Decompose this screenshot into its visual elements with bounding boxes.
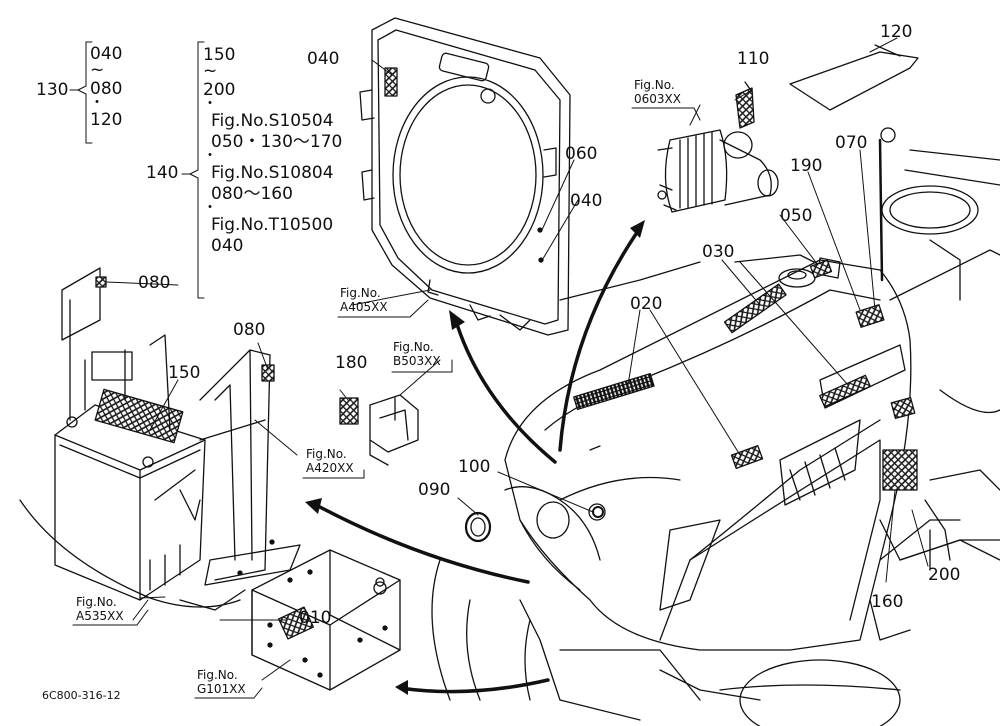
part-label-080-right: 080 <box>233 320 266 340</box>
fig-ref-a420: Fig.No. A420XX <box>306 447 354 475</box>
part-label-100: 100 <box>458 457 491 477</box>
fig-ref-b503: Fig.No. B503XX <box>393 340 441 368</box>
decal-160 <box>882 449 918 491</box>
group-130-range: 040 ~ 080 ・ 120 <box>90 44 122 131</box>
decal-110 <box>735 87 755 129</box>
group-140-d3: ・ <box>203 200 217 216</box>
group-130-bottom: 120 <box>90 110 123 130</box>
group-label-130: 130 <box>36 80 69 100</box>
radiator-frame <box>359 17 571 336</box>
emblem-090 <box>464 511 492 543</box>
decal-150 <box>94 388 184 444</box>
drawing-code: 6C800-316-12 <box>42 689 121 702</box>
decal-010 <box>278 606 314 640</box>
air-cleaner <box>657 129 779 213</box>
fig-ref-b503-number: B503XX <box>393 354 441 368</box>
part-label-080-left: 080 <box>138 273 171 293</box>
front-bracket <box>251 549 401 691</box>
part-label-040-radiator: 040 <box>307 49 340 69</box>
group-140-l3: 200 <box>203 80 236 100</box>
decal-side <box>890 397 916 419</box>
group-130-mid: 080 <box>90 79 123 99</box>
decal-020-left <box>573 372 655 411</box>
group-140-l6: Fig.No.S10804 <box>211 163 334 183</box>
leader-lines <box>105 37 929 681</box>
decal-080-right <box>261 364 275 382</box>
part-label-020: 020 <box>630 294 663 314</box>
fig-ref-a405: Fig.No. A405XX <box>340 286 388 314</box>
decal-020-right <box>730 444 764 470</box>
group-140-l9: 040 <box>211 236 244 256</box>
group-130-top: 040 <box>90 44 123 64</box>
bracket-b503 <box>369 394 419 466</box>
group-140-d2: ・ <box>203 148 217 164</box>
fig-ref-0603-prefix: Fig.No. <box>634 78 675 92</box>
group-140-l1: 150 <box>203 45 236 65</box>
fig-ref-g101-number: G101XX <box>197 682 246 696</box>
group-140-l4: Fig.No.S10504 <box>211 111 334 131</box>
fig-ref-g101-prefix: Fig.No. <box>197 668 238 682</box>
callout-arrows <box>316 226 642 694</box>
group-130-dot: ・ <box>90 95 104 111</box>
front-axle <box>431 499 1000 726</box>
fig-ref-a420-number: A420XX <box>306 461 354 475</box>
decal-120-sheet <box>789 51 919 111</box>
part-label-060: 060 <box>565 144 598 164</box>
fig-ref-a420-prefix: Fig.No. <box>306 447 347 461</box>
fig-ref-0603-number: 0603XX <box>634 92 681 106</box>
group-140-l8: Fig.No.T10500 <box>211 215 334 235</box>
part-label-110: 110 <box>737 49 770 69</box>
part-label-030: 030 <box>702 242 735 262</box>
decal-050 <box>809 259 833 279</box>
group-140-l5: 050・130～170 <box>211 132 343 152</box>
part-label-040-side: 040 <box>570 191 603 211</box>
part-label-070: 070 <box>835 133 868 153</box>
part-label-010: 010 <box>299 608 332 628</box>
battery-bracket <box>95 276 301 586</box>
group-140-l7: 080～160 <box>211 184 293 204</box>
group-140-range: 150 ~ 200 ・ Fig.No.S10504 050・130～170 ・ … <box>203 45 342 257</box>
fig-ref-g101: Fig.No. G101XX <box>197 668 246 696</box>
part-label-190: 190 <box>790 156 823 176</box>
decal-070 <box>855 304 885 328</box>
part-label-150: 150 <box>168 363 201 383</box>
fig-ref-a405-number: A405XX <box>340 300 388 314</box>
part-label-180: 180 <box>335 353 368 373</box>
part-label-200: 200 <box>928 565 961 585</box>
part-label-120: 120 <box>880 22 913 42</box>
decal-030-right <box>819 374 871 408</box>
decal-030-left <box>723 283 787 334</box>
fig-ref-a535: Fig.No. A535XX <box>76 595 124 623</box>
steering-area <box>878 127 1000 561</box>
fig-ref-a535-number: A535XX <box>76 609 124 623</box>
fig-ref-a535-prefix: Fig.No. <box>76 595 117 609</box>
fig-ref-0603: Fig.No. 0603XX <box>634 78 681 106</box>
decal-040-radiator <box>384 67 398 97</box>
fig-ref-a405-prefix: Fig.No. <box>340 286 381 300</box>
part-label-050: 050 <box>780 206 813 226</box>
tractor-hood <box>504 254 912 651</box>
fig-ref-b503-prefix: Fig.No. <box>393 340 434 354</box>
group-label-140: 140 <box>146 163 179 183</box>
group-140-d1: ・ <box>203 96 217 112</box>
battery-assembly <box>19 267 246 611</box>
decal-180 <box>339 397 359 425</box>
group-140-l2: ~ <box>203 61 218 81</box>
part-label-090: 090 <box>418 480 451 500</box>
part-label-160: 160 <box>871 592 904 612</box>
group-130-tilde: ~ <box>90 60 105 80</box>
decal-080-left <box>95 276 107 288</box>
